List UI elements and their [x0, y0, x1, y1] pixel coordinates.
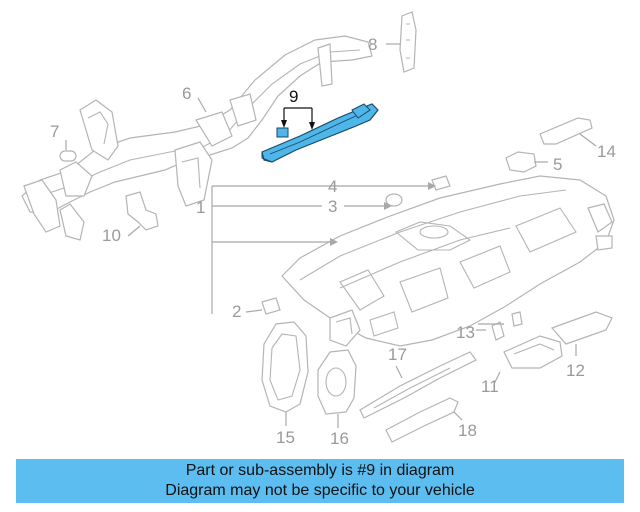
callout-6: 6 — [182, 84, 191, 103]
callout-7: 7 — [50, 122, 59, 141]
callout-14: 14 — [597, 142, 616, 161]
callout-3: 3 — [328, 197, 337, 216]
callout-8: 8 — [368, 35, 377, 54]
part-17-bracket — [359, 351, 477, 419]
callout-11: 11 — [481, 377, 499, 396]
instrument-panel — [281, 175, 615, 347]
banner-line-2: Diagram may not be specific to your vehi… — [165, 482, 475, 499]
info-banner: Part or sub-assembly is #9 in diagram Di… — [16, 459, 624, 503]
part-18-trim — [385, 397, 459, 443]
callout-10: 10 — [102, 226, 121, 245]
callout-16: 16 — [330, 429, 349, 448]
callout-18: 18 — [458, 421, 477, 440]
banner-line-1: Part or sub-assembly is #9 in diagram — [185, 462, 455, 479]
part-15-side-panel — [261, 321, 309, 413]
part-12-bracket — [550, 311, 613, 356]
part-7-clip — [59, 140, 77, 162]
callout-2: 2 — [232, 302, 241, 321]
callout-4: 4 — [328, 177, 337, 196]
part-4-clip — [431, 175, 451, 191]
callout-5: 5 — [553, 155, 562, 174]
part-5-clip — [505, 151, 548, 173]
part-2-clip — [261, 297, 281, 315]
steering-support-beam — [21, 35, 373, 241]
callout-12: 12 — [566, 361, 585, 380]
callout-1: 1 — [196, 198, 205, 217]
callout-13: 13 — [456, 323, 475, 342]
part-16-lower-panel — [317, 349, 357, 415]
leader-lines — [211, 182, 504, 428]
callout-9: 9 — [289, 87, 298, 106]
part-13-clips — [476, 311, 523, 341]
part-10-bracket — [125, 191, 159, 237]
part-11-bracket — [503, 335, 563, 369]
part-8-bracket — [386, 11, 417, 73]
callout-15: 15 — [276, 428, 295, 447]
parts-diagram: 1 2 3 4 5 6 7 8 9 10 11 12 13 14 15 16 1… — [21, 11, 616, 448]
callout-17: 17 — [388, 345, 407, 364]
callout-labels: 1 2 3 4 5 6 7 8 9 10 11 12 13 14 15 16 1… — [50, 35, 616, 448]
part-3-clip — [385, 193, 403, 207]
part-9-highlighted — [261, 103, 379, 163]
part-14-bracket — [539, 117, 597, 147]
